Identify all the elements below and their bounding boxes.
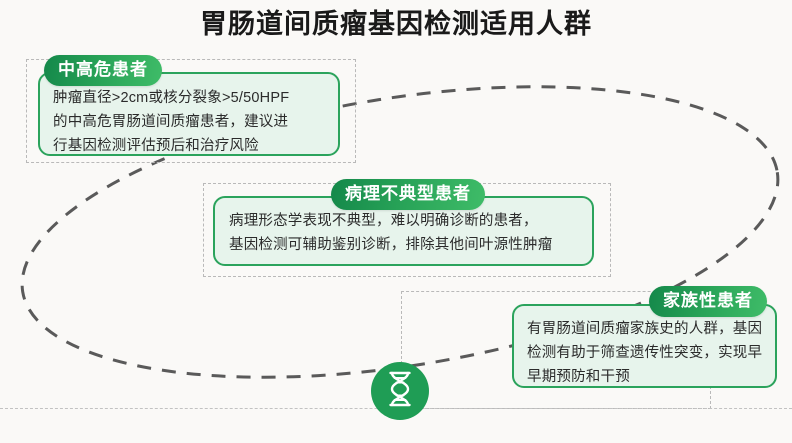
dna-helix-glyph	[389, 371, 411, 407]
card-badge-familial-patients: 家族性患者	[649, 286, 767, 317]
card-badge-high-risk-patients: 中高危患者	[44, 55, 162, 86]
card-badge-atypical-pathology-patients: 病理不典型患者	[331, 179, 485, 210]
page-title: 胃肠道间质瘤基因检测适用人群	[200, 9, 592, 39]
card-body-text: 肿瘤直径>2cm或核分裂象>5/50HPF 的中高危胃肠道间质瘤患者，建议进 行…	[53, 90, 290, 154]
card-body-text: 病理形态学表现不典型，难以明确诊断的患者， 基因检测可辅助鉴别诊断，排除其他间叶…	[229, 213, 553, 253]
card-body-text: 有胃肠道间质瘤家族史的人群，基因 检测有助于筛查遗传性突变，实现早 早期预防和干…	[527, 321, 763, 385]
dna-helix-icon	[371, 362, 429, 420]
